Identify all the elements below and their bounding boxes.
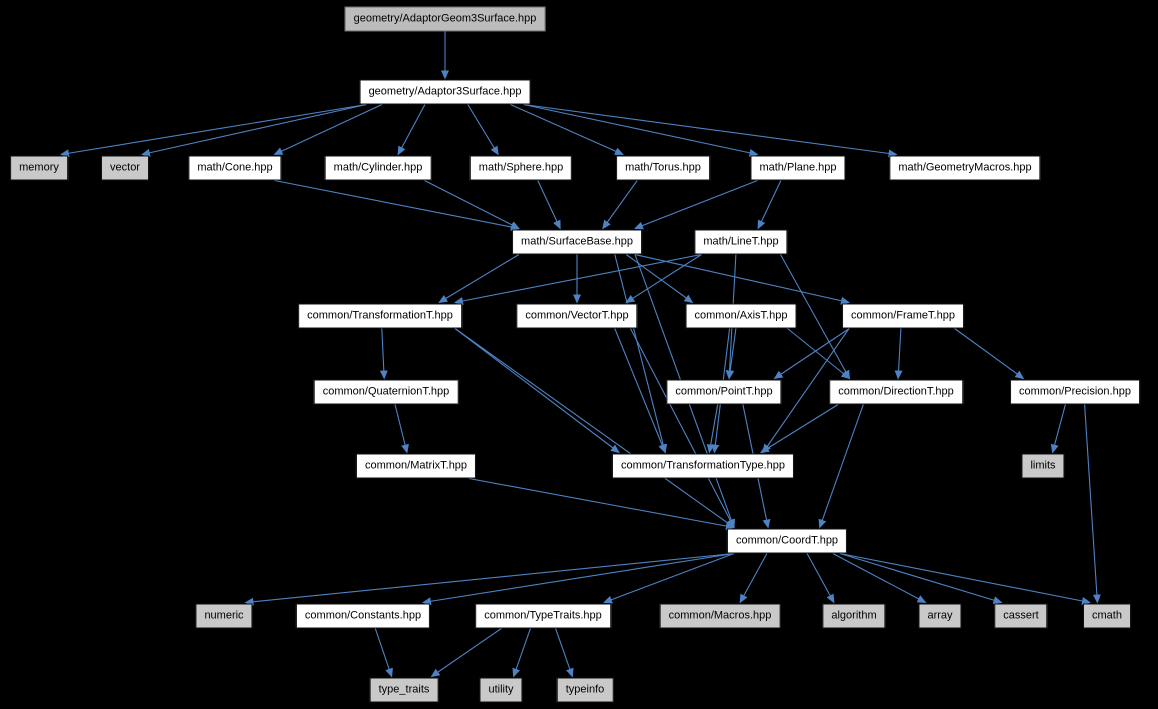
edge-precision-limits xyxy=(1050,404,1066,454)
edge-adaptor3surface-geometrymacros xyxy=(523,103,898,158)
edge-cone-surfacebase xyxy=(274,179,520,231)
graph-node-limits[interactable]: limits xyxy=(1021,453,1065,479)
edge-coordt-algorithm xyxy=(806,553,835,604)
edge-quaterniont-matrixt xyxy=(394,404,409,454)
graph-node-quaterniont[interactable]: common/QuaternionT.hpp xyxy=(313,379,459,405)
graph-node-geometrymacros[interactable]: math/GeometryMacros.hpp xyxy=(889,155,1041,181)
edge-directiont-coordt xyxy=(818,404,864,529)
graph-node-cylinder[interactable]: math/Cylinder.hpp xyxy=(324,155,432,181)
graph-node-array[interactable]: array xyxy=(918,603,962,629)
edge-surfacebase-axist xyxy=(625,254,694,304)
edge-transformationt-quaterniont xyxy=(379,328,388,380)
graph-node-typeinfo[interactable]: typeinfo xyxy=(556,677,614,703)
graph-node-sphere[interactable]: math/Sphere.hpp xyxy=(469,155,573,181)
graph-node-numeric[interactable]: numeric xyxy=(195,603,253,629)
edge-vectort-transformationtype xyxy=(614,328,666,454)
edge-coordt-numeric xyxy=(244,552,735,606)
edge-framet-directiont xyxy=(894,328,903,380)
graph-node-cone[interactable]: math/Cone.hpp xyxy=(188,155,282,181)
graph-node-pointt[interactable]: common/PointT.hpp xyxy=(666,379,782,405)
edge-coordt-macros xyxy=(739,553,768,604)
edge-coordt-typetraits xyxy=(603,552,735,604)
graph-node-coordt[interactable]: common/CoordT.hpp xyxy=(726,528,848,554)
edge-adaptor3surface-plane xyxy=(523,103,759,157)
graph-node-transformationtype[interactable]: common/TransformationType.hpp xyxy=(611,453,795,479)
edge-surfacebase-transformationtype xyxy=(614,254,668,454)
graph-node-typetraits[interactable]: common/TypeTraits.hpp xyxy=(475,603,611,629)
edge-adaptor3surface-cone xyxy=(273,104,383,155)
graph-node-transformationt[interactable]: common/TransformationT.hpp xyxy=(298,303,462,329)
edge-surfacebase-transformationt xyxy=(438,254,520,304)
edge-pointt-transformationtype xyxy=(706,404,719,454)
edge-vectort-coordt xyxy=(630,328,735,529)
edge-plane-surfacebase xyxy=(634,179,758,230)
graph-node-vector[interactable]: vector xyxy=(101,155,149,181)
edge-torus-surfacebase xyxy=(602,180,638,230)
graph-node-plane[interactable]: math/Plane.hpp xyxy=(750,155,846,181)
graph-node-adaptor3surface[interactable]: geometry/Adaptor3Surface.hpp xyxy=(359,79,531,105)
edge-directiont-transformationtype xyxy=(760,404,839,454)
graph-node-constants[interactable]: common/Constants.hpp xyxy=(295,603,431,629)
edge-axist-directiont xyxy=(787,328,851,380)
edge-linet-transformationt xyxy=(454,253,702,305)
edge-matrixt-coordt xyxy=(468,477,735,530)
edge-coordt-array xyxy=(832,553,927,603)
edge-typetraits-utility xyxy=(512,628,531,678)
graph-node-linet[interactable]: math/LineT.hpp xyxy=(694,229,788,255)
graph-node-adaptorgeom3surface[interactable]: geometry/AdaptorGeom3Surface.hpp xyxy=(344,6,546,32)
graph-node-matrixt[interactable]: common/MatrixT.hpp xyxy=(355,453,477,479)
graph-node-algorithm[interactable]: algorithm xyxy=(822,603,886,629)
edge-typetraits-typeinfo xyxy=(555,628,574,678)
graph-node-vectort[interactable]: common/VectorT.hpp xyxy=(516,303,638,329)
edge-transformationt-coordt xyxy=(454,328,735,529)
edge-framet-pointt xyxy=(773,328,850,380)
edge-transformationt-transformationtype xyxy=(454,328,620,454)
edge-surfacebase-framet xyxy=(634,253,850,305)
graph-node-framet[interactable]: common/FrameT.hpp xyxy=(842,303,964,329)
edge-adaptor3surface-memory xyxy=(60,103,367,158)
edge-cylinder-surfacebase xyxy=(424,180,520,229)
graph-node-axist[interactable]: common/AxisT.hpp xyxy=(685,303,797,329)
graph-node-cassert[interactable]: cassert xyxy=(994,603,1048,629)
edge-precision-cmath xyxy=(1084,404,1101,604)
edge-typetraits-type_traits xyxy=(430,628,502,678)
graph-node-utility[interactable]: utility xyxy=(479,677,523,703)
edge-coordt-cassert xyxy=(839,552,1003,605)
graph-node-torus[interactable]: math/Torus.hpp xyxy=(616,155,710,181)
edge-plane-linet xyxy=(757,180,782,230)
edge-axist-pointt xyxy=(726,328,737,380)
graph-node-cmath[interactable]: cmath xyxy=(1083,603,1131,629)
edge-adaptor3surface-sphere xyxy=(467,104,499,156)
edge-linet-directiont xyxy=(780,254,850,380)
graph-node-type_traits[interactable]: type_traits xyxy=(369,677,439,703)
edge-sphere-surfacebase xyxy=(537,180,561,230)
edge-adaptor3surface-vector xyxy=(141,103,367,157)
graph-node-memory[interactable]: memory xyxy=(10,155,68,181)
edge-constants-type_traits xyxy=(374,628,393,678)
edge-framet-transformationtype xyxy=(762,328,850,454)
edge-coordt-cmath xyxy=(839,552,1091,605)
edge-adaptor3surface-cylinder xyxy=(397,104,426,156)
graph-node-directiont[interactable]: common/DirectionT.hpp xyxy=(829,379,963,405)
edge-coordt-constants xyxy=(422,552,735,606)
graph-node-precision[interactable]: common/Precision.hpp xyxy=(1010,379,1140,405)
edge-framet-precision xyxy=(954,328,1025,380)
edge-linet-vectort xyxy=(625,254,702,304)
edge-adaptor3surface-torus xyxy=(510,103,624,156)
graph-node-macros[interactable]: common/Macros.hpp xyxy=(659,603,781,629)
graph-node-surfacebase[interactable]: math/SurfaceBase.hpp xyxy=(512,229,642,255)
